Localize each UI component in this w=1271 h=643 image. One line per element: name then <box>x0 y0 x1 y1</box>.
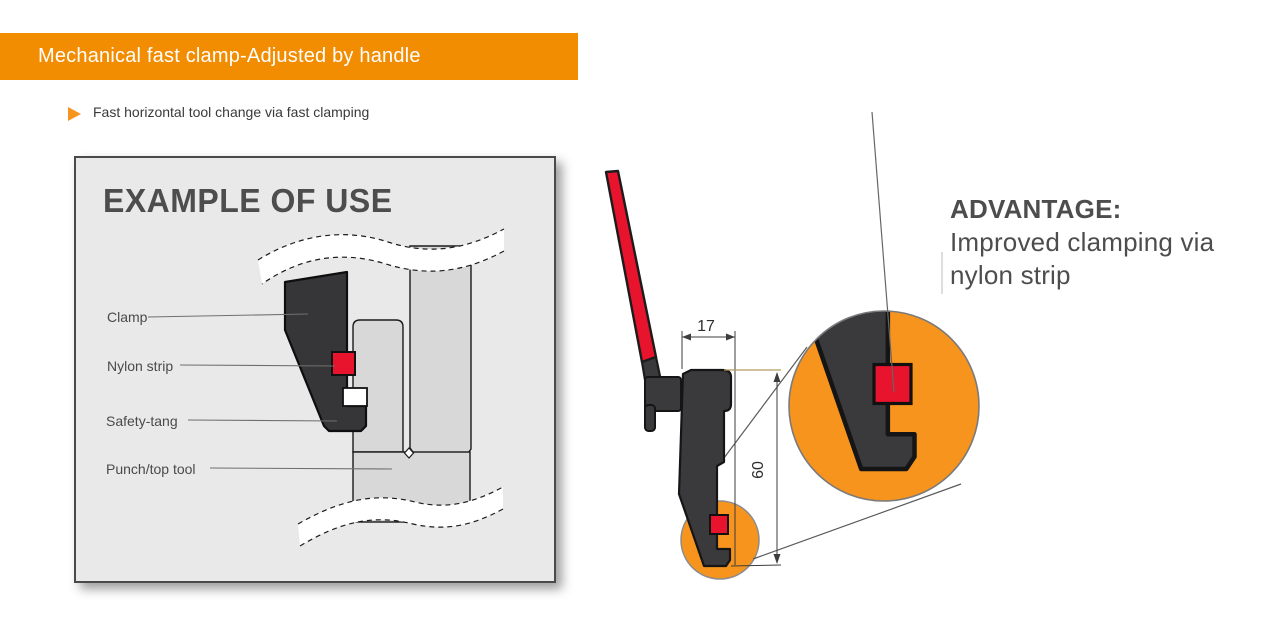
v-groove-diamond-icon <box>403 447 415 459</box>
label-nylon-strip: Nylon strip <box>107 358 174 374</box>
pivot-block <box>644 376 682 412</box>
triangle-right-icon <box>68 107 81 121</box>
decorative-rule <box>941 252 943 294</box>
magnified-clamp-tip <box>810 67 917 469</box>
page-title: Mechanical fast clamp-Adjusted by handle <box>38 45 421 67</box>
advantage-line-1: Improved clamping via <box>950 227 1215 257</box>
example-diagram <box>147 228 505 547</box>
safety-tang-notch <box>342 387 368 407</box>
break-band-bottom <box>297 486 504 547</box>
break-band-top <box>257 228 505 285</box>
punch-top-tool-shape <box>352 245 472 523</box>
dim-width-value: 17 <box>697 318 715 335</box>
dimension-height <box>724 369 782 567</box>
advantage-block: ADVANTAGE: Improved clamping via nylon s… <box>950 192 1230 292</box>
label-punch-top-tool: Punch/top tool <box>106 461 196 477</box>
leader-lines <box>147 313 393 470</box>
advantage-line-2: nylon strip <box>950 260 1071 290</box>
label-clamp: Clamp <box>107 309 148 325</box>
magnifier-lines <box>714 346 962 560</box>
clamp-shape <box>283 270 368 433</box>
nylon-strip-marker-large <box>872 362 913 406</box>
pointer-line <box>871 111 895 393</box>
dim-height-value: 60 <box>750 461 767 479</box>
nylon-strip-marker <box>331 351 356 376</box>
example-box-title: EXAMPLE OF USE <box>103 182 393 219</box>
nylon-strip-marker-side <box>709 514 729 535</box>
handle-shape <box>604 169 658 364</box>
advantage-heading: ADVANTAGE: <box>950 194 1122 224</box>
label-safety-tang: Safety-tang <box>106 413 178 429</box>
pivot-foot <box>644 404 656 432</box>
header-bar: Mechanical fast clamp-Adjusted by handle <box>0 33 578 80</box>
detail-circle-large-ring <box>788 310 980 502</box>
example-of-use-box: EXAMPLE OF USE Clamp Nylon strip Safety-… <box>74 156 556 583</box>
intro-text: Fast horizontal tool change via fast cla… <box>93 104 370 120</box>
